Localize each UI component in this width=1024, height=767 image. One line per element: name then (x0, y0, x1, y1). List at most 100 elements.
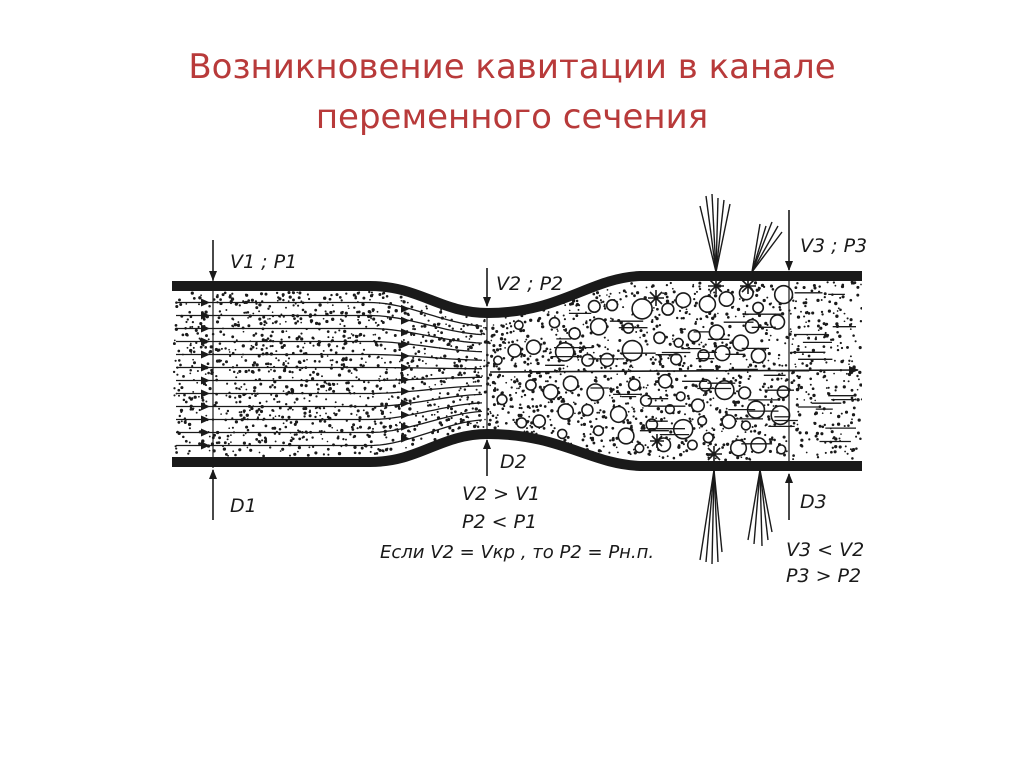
fluid-particle (550, 409, 554, 413)
fluid-particle (547, 358, 550, 362)
fluid-particle (323, 296, 327, 300)
fluid-particle (440, 331, 443, 335)
cavitation-bubble (773, 284, 794, 305)
fluid-particle (330, 293, 333, 297)
cavitation-bubble (605, 299, 619, 312)
collapse-burst-bottom-right (747, 469, 773, 547)
fluid-particle (184, 400, 188, 404)
fluid-particle (847, 380, 850, 383)
fluid-particle (535, 405, 539, 409)
cavitation-bubble (496, 393, 508, 406)
cavitation-bubble (515, 417, 528, 429)
fluid-particle (695, 318, 699, 321)
fluid-particle (266, 362, 270, 366)
cavitation-bubble (740, 420, 752, 431)
fluid-particle (648, 453, 651, 456)
fluid-particle (251, 345, 255, 349)
fluid-particle (322, 406, 326, 410)
fluid-particle (542, 427, 546, 430)
collapse-asterisks (648, 278, 756, 462)
fluid-particle (860, 307, 862, 310)
fluid-particle (615, 446, 618, 449)
fluid-particle (835, 314, 839, 318)
fluid-particle (193, 395, 197, 399)
fluid-particle (245, 388, 248, 391)
fluid-particle (220, 413, 222, 415)
fluid-particle (672, 290, 676, 294)
fluid-particle (686, 394, 690, 398)
fluid-particle (389, 447, 393, 451)
fluid-particle (325, 412, 327, 415)
fluid-particle (645, 415, 648, 419)
fluid-particle (853, 281, 857, 285)
fluid-particle (328, 297, 332, 301)
fluid-particle (408, 399, 411, 402)
fluid-particle (361, 312, 366, 316)
fluid-particle (655, 324, 659, 328)
fluid-particle (474, 407, 478, 411)
fluid-particle (766, 323, 769, 326)
fluid-particle (291, 376, 294, 379)
fluid-particle (209, 345, 213, 349)
fluid-particle (705, 429, 708, 432)
fluid-particle (448, 324, 451, 328)
fluid-particle (694, 322, 697, 325)
fluid-particle (385, 331, 388, 334)
fluid-particle (495, 365, 498, 368)
fluid-particle (522, 353, 526, 358)
fluid-particle (771, 287, 775, 291)
fluid-particle (413, 375, 416, 378)
fluid-particle (376, 310, 379, 313)
fluid-particle (532, 409, 536, 413)
fluid-particle (219, 330, 223, 334)
fluid-particle (209, 350, 213, 354)
fluid-particle (483, 390, 487, 394)
channel-top-wall (172, 271, 862, 319)
fluid-particle (240, 410, 243, 414)
fluid-particle (848, 323, 852, 327)
fluid-particle (820, 299, 823, 301)
fluid-particle (748, 363, 753, 367)
fluid-particle (562, 367, 565, 370)
fluid-particle (233, 323, 237, 327)
fluid-particle (698, 427, 701, 429)
fluid-particle (805, 451, 808, 454)
fluid-particle (491, 326, 495, 330)
fluid-particle (780, 377, 783, 380)
fluid-particle (269, 334, 273, 338)
fluid-particle (807, 354, 811, 358)
fluid-particle (592, 316, 596, 319)
fluid-particle (762, 285, 766, 289)
fluid-particle (495, 348, 500, 352)
fluid-particle (494, 351, 497, 354)
fluid-particle (602, 300, 605, 303)
fluid-particle (764, 348, 767, 351)
fluid-particle (711, 427, 714, 430)
fluid-particle (661, 364, 665, 369)
fluid-particle (850, 388, 854, 392)
fluid-particle (574, 402, 577, 406)
fluid-particle (839, 308, 842, 312)
fluid-particle (460, 373, 463, 377)
fluid-particle (684, 413, 686, 416)
fluid-particle (577, 308, 580, 311)
fluid-particle (329, 348, 333, 352)
fluid-particle (289, 421, 293, 424)
fluid-particle (371, 390, 375, 393)
fluid-particle (397, 405, 401, 408)
fluid-particle (284, 320, 287, 323)
fluid-particle (671, 287, 674, 290)
fluid-particle (851, 360, 854, 363)
cavitation-bubble (631, 298, 653, 320)
fluid-particle (238, 304, 241, 307)
fluid-particle (639, 421, 643, 425)
fluid-particle (353, 306, 356, 309)
fluid-particle (784, 342, 787, 345)
fluid-particle (387, 310, 391, 314)
fluid-particle (247, 316, 250, 319)
fluid-particle (335, 360, 339, 364)
fluid-particle (466, 396, 470, 399)
fluid-particle (537, 318, 540, 321)
fluid-particle (214, 401, 218, 405)
